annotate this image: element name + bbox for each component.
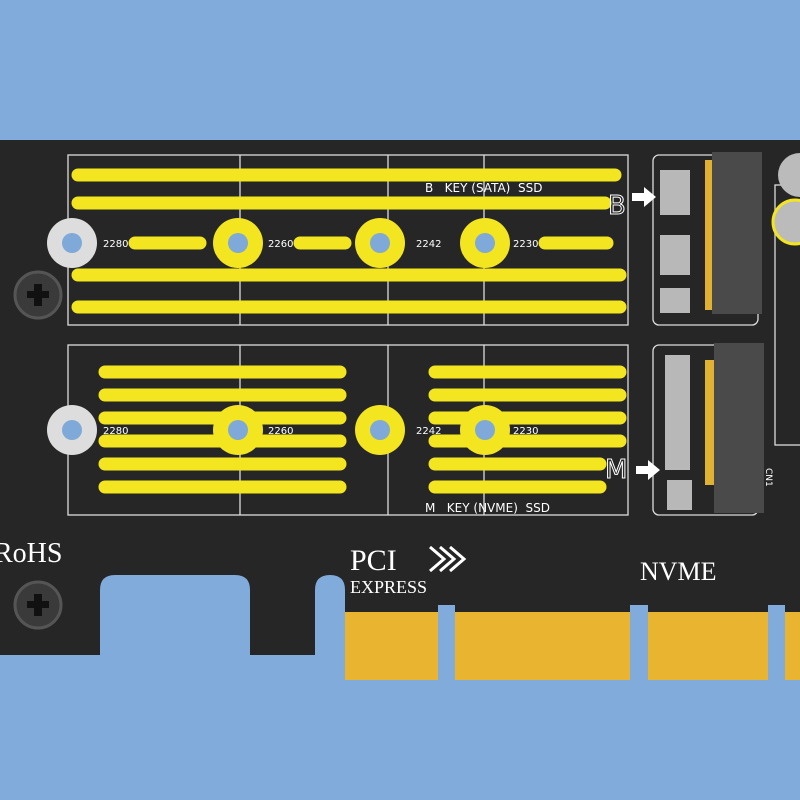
rohs-mark: RoHS xyxy=(0,538,62,569)
size-label: 2280 xyxy=(103,239,128,250)
size-label: 2230 xyxy=(513,426,538,437)
size-label: 2242 xyxy=(416,239,441,250)
screw-icon xyxy=(13,270,63,320)
arrow-icon xyxy=(636,460,660,480)
m-key-m2-connector xyxy=(665,343,764,513)
pci-logo-text: PCI xyxy=(350,544,397,577)
size-label: 2230 xyxy=(513,239,538,250)
connector-label: CN1 xyxy=(763,468,773,487)
arrow-icon xyxy=(632,187,656,207)
nvme-mark: NVME xyxy=(640,557,717,586)
pci-express-logo-arrows xyxy=(429,545,467,573)
size-label: 2260 xyxy=(268,426,293,437)
screw-icon xyxy=(13,580,63,630)
b-key-letter: B xyxy=(608,191,626,221)
b-key-silk-bars xyxy=(71,168,627,314)
m-key-letter: M xyxy=(605,455,627,485)
pcie-gold-fingers xyxy=(345,612,800,680)
b-key-label: B KEY (SATA) SSD xyxy=(425,181,542,195)
size-label: 2242 xyxy=(416,426,441,437)
size-label: 2280 xyxy=(103,426,128,437)
express-logo-text: EXPRESS xyxy=(350,577,427,597)
m-key-label: M KEY (NVME) SSD xyxy=(425,501,550,515)
mounting-holes xyxy=(47,153,800,455)
size-label: 2260 xyxy=(268,239,293,250)
b-key-m2-connector xyxy=(660,152,762,314)
